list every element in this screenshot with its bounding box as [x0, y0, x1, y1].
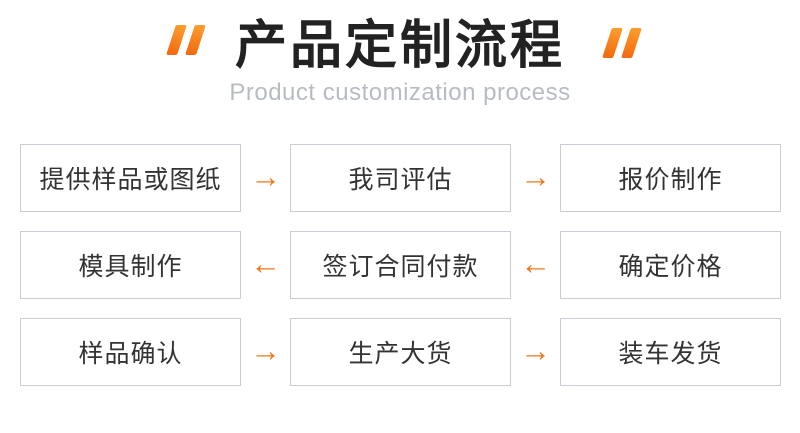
- flow-row-2: 模具制作 ← 签订合同付款 ← 确定价格: [20, 231, 781, 299]
- flow-row-1: 提供样品或图纸 → 我司评估 → 报价制作: [20, 144, 781, 212]
- arrow-left-icon: ←: [250, 245, 281, 281]
- flow-row-3: 样品确认 → 生产大货 → 装车发货: [20, 318, 781, 386]
- arrow-right-icon: →: [520, 332, 551, 368]
- flow-step-confirm-price: 确定价格: [560, 231, 781, 299]
- flow-step-quotation: 报价制作: [560, 144, 781, 212]
- flow-step-mass-production: 生产大货: [290, 318, 511, 386]
- flow-step-provide-sample: 提供样品或图纸: [20, 144, 241, 212]
- flow-step-loading-shipping: 装车发货: [560, 318, 781, 386]
- flow-step-mold-making: 模具制作: [20, 231, 241, 299]
- arrow-right-icon: →: [520, 158, 551, 194]
- close-quote-icon: [602, 28, 642, 58]
- flow-step-company-evaluation: 我司评估: [290, 144, 511, 212]
- flow-step-sign-contract-payment: 签订合同付款: [290, 231, 511, 299]
- page-subtitle: Product customization process: [229, 79, 571, 106]
- arrow-right-icon: →: [250, 332, 281, 368]
- open-quote-icon: [166, 25, 206, 55]
- arrow-right-icon: →: [250, 158, 281, 194]
- diagram-header: 产品定制流程 Product customization process: [0, 0, 800, 107]
- arrow-left-icon: ←: [520, 245, 551, 281]
- flow-grid: 提供样品或图纸 → 我司评估 → 报价制作 模具制作 ← 签订合同付款 ← 确定…: [20, 144, 781, 405]
- page-title: 产品定制流程: [234, 17, 565, 75]
- flow-step-sample-confirmation: 样品确认: [20, 318, 241, 386]
